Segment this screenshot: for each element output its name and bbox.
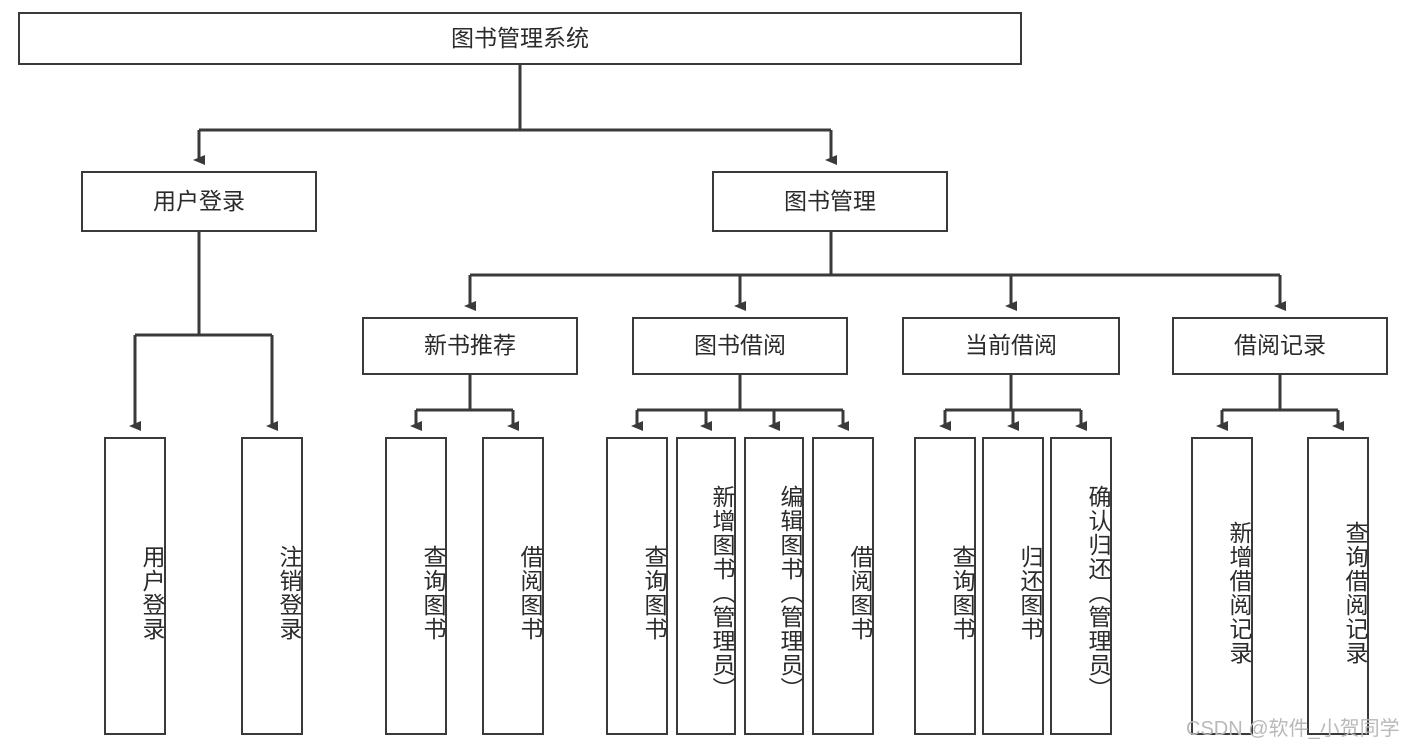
- node-label: 新增图书（管理员）: [709, 485, 735, 701]
- node-label: 查询图书: [641, 545, 667, 641]
- leaf-current-borrow-return-book[interactable]: 归还图书: [982, 437, 1044, 735]
- leaf-user-login-login[interactable]: 用户登录: [104, 437, 166, 735]
- node-label: 借阅图书: [847, 545, 873, 641]
- node-book-borrow[interactable]: 图书借阅: [632, 317, 848, 375]
- leaf-new-book-borrow-book[interactable]: 借阅图书: [482, 437, 544, 735]
- leaf-current-borrow-confirm-return-admin[interactable]: 确认归还（管理员）: [1050, 437, 1112, 735]
- node-label: 查询图书: [949, 545, 975, 641]
- csdn-watermark: CSDN @软件_小贺同学: [1186, 718, 1400, 740]
- node-label: 用户登录: [139, 545, 165, 641]
- node-label: 确认归还（管理员）: [1085, 485, 1111, 701]
- leaf-user-login-logout[interactable]: 注销登录: [241, 437, 303, 735]
- node-label: 查询图书: [420, 545, 446, 641]
- node-label: 新增借阅记录: [1226, 521, 1252, 665]
- node-label: 查询借阅记录: [1342, 521, 1368, 665]
- node-label: 编辑图书（管理员）: [777, 485, 803, 701]
- node-label: 图书借阅: [694, 332, 786, 359]
- leaf-current-borrow-query-book[interactable]: 查询图书: [914, 437, 976, 735]
- leaf-book-borrow-borrow-book[interactable]: 借阅图书: [812, 437, 874, 735]
- node-label: 注销登录: [276, 545, 302, 641]
- node-label: 新书推荐: [424, 332, 516, 359]
- node-user-login[interactable]: 用户登录: [81, 171, 317, 232]
- node-new-book-recommend[interactable]: 新书推荐: [362, 317, 578, 375]
- leaf-new-book-query-book[interactable]: 查询图书: [385, 437, 447, 735]
- node-borrow-record[interactable]: 借阅记录: [1172, 317, 1388, 375]
- node-book-management[interactable]: 图书管理: [712, 171, 948, 232]
- node-label: 用户登录: [153, 187, 245, 214]
- node-current-borrow[interactable]: 当前借阅: [902, 317, 1120, 375]
- leaf-borrow-record-add-record[interactable]: 新增借阅记录: [1191, 437, 1253, 735]
- node-label: 借阅记录: [1234, 332, 1326, 359]
- node-label: 图书管理系统: [451, 24, 589, 51]
- leaf-book-borrow-edit-book-admin[interactable]: 编辑图书（管理员）: [744, 437, 804, 735]
- leaf-book-borrow-add-book-admin[interactable]: 新增图书（管理员）: [676, 437, 736, 735]
- node-label: 归还图书: [1017, 545, 1043, 641]
- node-label: 图书管理: [784, 187, 876, 214]
- node-label: 借阅图书: [517, 545, 543, 641]
- leaf-book-borrow-query-book[interactable]: 查询图书: [606, 437, 668, 735]
- node-label: 当前借阅: [965, 332, 1057, 359]
- node-root-book-management-system[interactable]: 图书管理系统: [18, 12, 1022, 65]
- leaf-borrow-record-query-record[interactable]: 查询借阅记录: [1307, 437, 1369, 735]
